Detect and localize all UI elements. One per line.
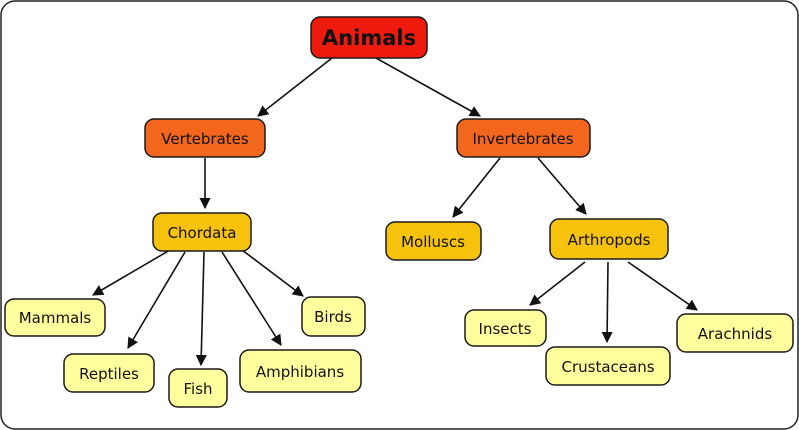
node-invertebrates-box [456, 118, 591, 158]
node-crustaceans: Crustaceans [545, 346, 671, 386]
node-insects: Insects [464, 309, 547, 347]
node-fish: Fish [168, 368, 228, 408]
node-mammals: Mammals [4, 298, 106, 337]
node-invertebrates-label: Invertebrates [472, 130, 573, 148]
node-animals-box [310, 16, 428, 59]
node-reptiles-label: Reptiles [79, 365, 139, 383]
edge-animals-invertebrates [375, 57, 481, 117]
node-chordata-label: Chordata [168, 224, 237, 242]
node-insects-label: Insects [479, 320, 532, 338]
edge-arthropods-insects [529, 261, 586, 306]
node-reptiles-box [63, 353, 155, 393]
node-reptiles: Reptiles [63, 353, 155, 393]
edge-invertebrates-arthropods [537, 157, 587, 215]
node-invertebrates: Invertebrates [456, 118, 591, 158]
node-mammals-label: Mammals [19, 309, 92, 327]
edge-chordata-birds [241, 249, 304, 297]
node-molluscs: Molluscs [385, 221, 482, 261]
edge-arthropods-arachnids [627, 261, 698, 311]
node-amphibians-box [239, 349, 362, 393]
node-insects-box [464, 309, 547, 347]
node-animals: Animals [310, 16, 428, 59]
node-birds: Birds [301, 296, 366, 337]
edge-arthropods-crustaceans [601, 261, 613, 344]
node-animals-label: Animals [322, 26, 416, 50]
node-arachnids: Arachnids [676, 313, 794, 353]
node-arthropods: Arthropods [549, 218, 669, 260]
node-arachnids-label: Arachnids [698, 325, 773, 343]
node-arthropods-box [549, 218, 669, 260]
node-vertebrates-label: Vertebrates [161, 130, 249, 148]
node-fish-box [168, 368, 228, 408]
node-vertebrates: Vertebrates [144, 118, 266, 158]
edge-chordata-amphibians [221, 251, 282, 346]
node-crustaceans-box [545, 346, 671, 386]
node-molluscs-label: Molluscs [401, 233, 465, 251]
edge-animals-vertebrates [257, 57, 333, 117]
node-mammals-box [4, 298, 106, 337]
edge-chordata-reptiles [127, 251, 186, 349]
node-arthropods-label: Arthropods [568, 231, 651, 249]
node-arachnids-box [676, 313, 794, 353]
node-amphibians-label: Amphibians [256, 363, 344, 381]
edge-chordata-fish [195, 251, 207, 367]
node-molluscs-box [385, 221, 482, 261]
node-chordata: Chordata [152, 212, 252, 252]
node-birds-box [301, 296, 366, 337]
node-amphibians: Amphibians [239, 349, 362, 393]
node-birds-label: Birds [314, 308, 352, 326]
edge-chordata-mammals [92, 249, 171, 296]
node-crustaceans-label: Crustaceans [561, 358, 654, 376]
node-chordata-box [152, 212, 252, 252]
node-vertebrates-box [144, 118, 266, 158]
edge-invertebrates-molluscs [452, 157, 501, 218]
node-fish-label: Fish [183, 380, 212, 398]
